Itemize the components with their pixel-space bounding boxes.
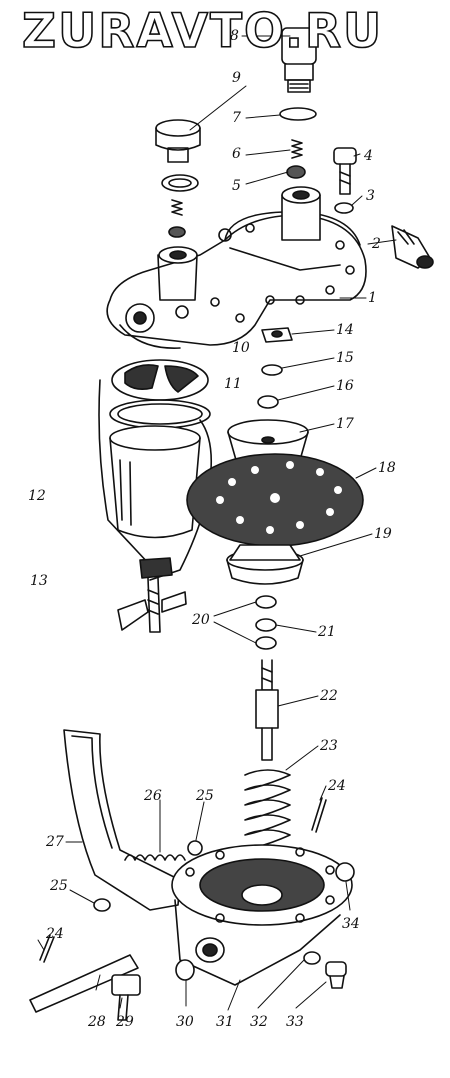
part-5-spring-left (171, 199, 183, 216)
part-20-washer-b (255, 636, 277, 650)
part-31-pump-body (171, 844, 353, 986)
part-22-pushrod (255, 659, 279, 761)
callout-9: 9 (232, 70, 241, 86)
part-25-washer-top (187, 840, 203, 856)
callout-15: 15 (336, 350, 354, 366)
part-32-washer (303, 951, 321, 965)
part-24-pin-right (311, 797, 327, 833)
callout-2: 2 (371, 236, 381, 252)
callout-22: 22 (319, 688, 338, 704)
part-33-bolt (325, 961, 347, 989)
part-29-pin (111, 974, 141, 1021)
callout-20: 20 (191, 612, 210, 628)
part-4-bolt (333, 147, 357, 195)
callout-27: 27 (45, 834, 64, 850)
callout-17: 17 (336, 416, 354, 432)
part-11-gasket-inner (117, 403, 203, 425)
callout-24-left: 24 (45, 926, 64, 942)
callout-5: 5 (232, 178, 241, 194)
callout-7: 7 (232, 110, 241, 126)
part-6-gasket (161, 174, 199, 192)
part-34-plug (335, 862, 355, 882)
callout-23: 23 (319, 738, 338, 754)
part-9-cap-nut (155, 119, 201, 163)
part-23-spring (244, 769, 291, 851)
part-2-fitting (391, 225, 434, 269)
part-30-seal (175, 959, 195, 981)
callout-33: 33 (286, 1014, 304, 1030)
part-16-lock-washer (257, 395, 279, 409)
watermark-text: ZURAVTO.RU (21, 3, 384, 60)
part-6-spring (291, 139, 303, 159)
part-5-valve-right (286, 165, 306, 179)
callout-26: 26 (143, 788, 162, 804)
callout-31: 31 (216, 1014, 234, 1030)
callout-6: 6 (232, 146, 241, 162)
part-15-washer (261, 364, 283, 376)
part-13-clamp-screw (117, 557, 187, 633)
part-6-gasket-inner (168, 178, 192, 188)
callout-18: 18 (378, 460, 396, 476)
part-1-cover (106, 186, 367, 349)
part-28-shaft (29, 954, 139, 1013)
leader-lines (37, 35, 397, 1011)
callout-12: 12 (28, 488, 46, 504)
callout-30: 30 (176, 1014, 194, 1030)
callout-16: 16 (336, 378, 354, 394)
callout-4: 4 (363, 148, 373, 164)
callout-19: 19 (374, 526, 392, 542)
callout-8: 8 (230, 28, 239, 44)
callout-1: 1 (368, 290, 377, 306)
callout-28: 28 (87, 1014, 106, 1030)
callout-3: 3 (366, 188, 375, 204)
part-27-lever (63, 729, 181, 911)
callout-21: 21 (317, 624, 336, 640)
callout-34: 34 (342, 916, 360, 932)
callout-13: 13 (30, 573, 48, 589)
part-5-valve-left (168, 226, 186, 238)
part-21-washer (255, 618, 277, 632)
part-12-glass-bowl (98, 379, 213, 581)
part-3-washer (334, 202, 354, 214)
callout-labels: 8 9 7 6 5 4 3 2 1 14 10 15 11 16 17 18 1… (28, 28, 396, 1030)
callout-25-left: 25 (49, 878, 68, 894)
part-25-washer-left (93, 898, 111, 912)
part-8-plug (281, 27, 317, 93)
part-20-washer-a (255, 595, 277, 609)
part-19-lower-cup (226, 544, 304, 585)
callout-32: 32 (250, 1014, 268, 1030)
callout-11: 11 (224, 376, 242, 392)
part-10-strainer (111, 359, 209, 401)
part-24-pin-left (39, 934, 55, 963)
callout-24-right: 24 (327, 778, 346, 794)
callout-25-top: 25 (195, 788, 214, 804)
part-18-diaphragm (186, 453, 364, 547)
part-7-ring (279, 107, 317, 121)
callout-10: 10 (232, 340, 250, 356)
callout-14: 14 (336, 322, 354, 338)
part-26-spring (124, 854, 186, 861)
callout-29: 29 (115, 1014, 134, 1030)
